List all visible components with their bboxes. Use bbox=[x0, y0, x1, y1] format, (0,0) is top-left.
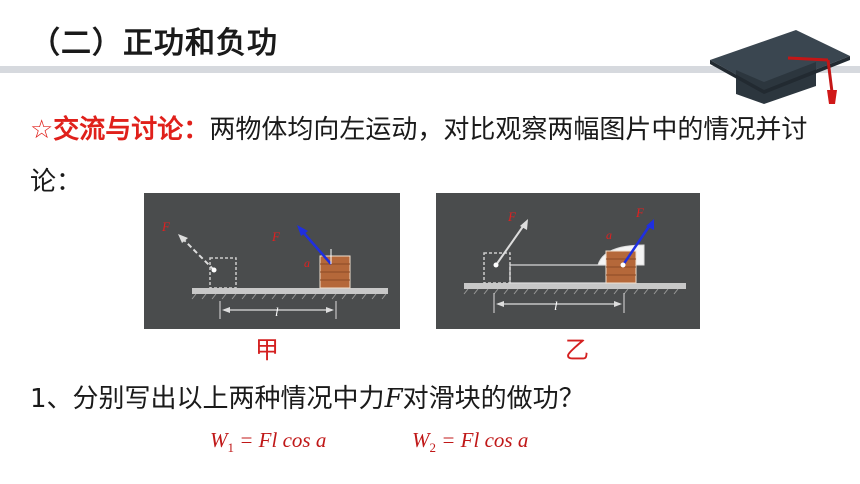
formula-w2-sub: 2 bbox=[429, 440, 437, 456]
graduation-cap-icon bbox=[710, 30, 850, 104]
figure-b: F F a l bbox=[436, 193, 700, 329]
question-text-before: 、分别写出以上两种情况中力 bbox=[46, 384, 385, 414]
figure-b-force-label-grey: F bbox=[507, 209, 517, 224]
formula-w2-expr: = Fl cos a bbox=[436, 428, 529, 452]
formula-w1-sub: 1 bbox=[227, 440, 235, 456]
formula-w2: W2 = Fl cos a bbox=[412, 428, 528, 456]
question-number: 1 bbox=[30, 384, 47, 414]
figure-a-force-label: F bbox=[271, 229, 281, 244]
figure-a: F F a l bbox=[144, 193, 400, 329]
question-1: 1、分别写出以上两种情况中力F对滑块的做功？ bbox=[30, 378, 585, 415]
discussion-prefix: ☆交流与讨论： bbox=[30, 115, 210, 145]
title-underline bbox=[0, 66, 860, 73]
figure-a-length-label: l bbox=[275, 304, 279, 319]
figure-b-force-label: F bbox=[635, 205, 645, 220]
figure-b-length-label: l bbox=[554, 298, 558, 313]
discussion-paragraph: ☆交流与讨论：两物体均向左运动，对比观察两幅图片中的情况并讨论： bbox=[30, 104, 820, 208]
figure-b-angle-label: a bbox=[606, 228, 612, 242]
page-title: （二）正功和负功 bbox=[30, 26, 278, 61]
figure-a-caption: 甲 bbox=[255, 336, 279, 364]
formula-w1-expr: = Fl cos a bbox=[234, 428, 327, 452]
figure-a-force-label-dashed: F bbox=[161, 219, 171, 234]
figure-b-caption: 乙 bbox=[565, 336, 589, 364]
discussion-text: 两物体均向左运动，对比观察两幅图片中的情况并讨论： bbox=[30, 115, 808, 197]
formula-w2-symbol: W bbox=[412, 428, 430, 452]
formula-w1-symbol: W bbox=[210, 428, 228, 452]
figure-a-angle-label: a bbox=[304, 256, 310, 270]
question-var: F bbox=[384, 384, 403, 414]
question-text-after: 对滑块的做功？ bbox=[402, 384, 585, 414]
formula-w1: W1 = Fl cos a bbox=[210, 428, 326, 456]
